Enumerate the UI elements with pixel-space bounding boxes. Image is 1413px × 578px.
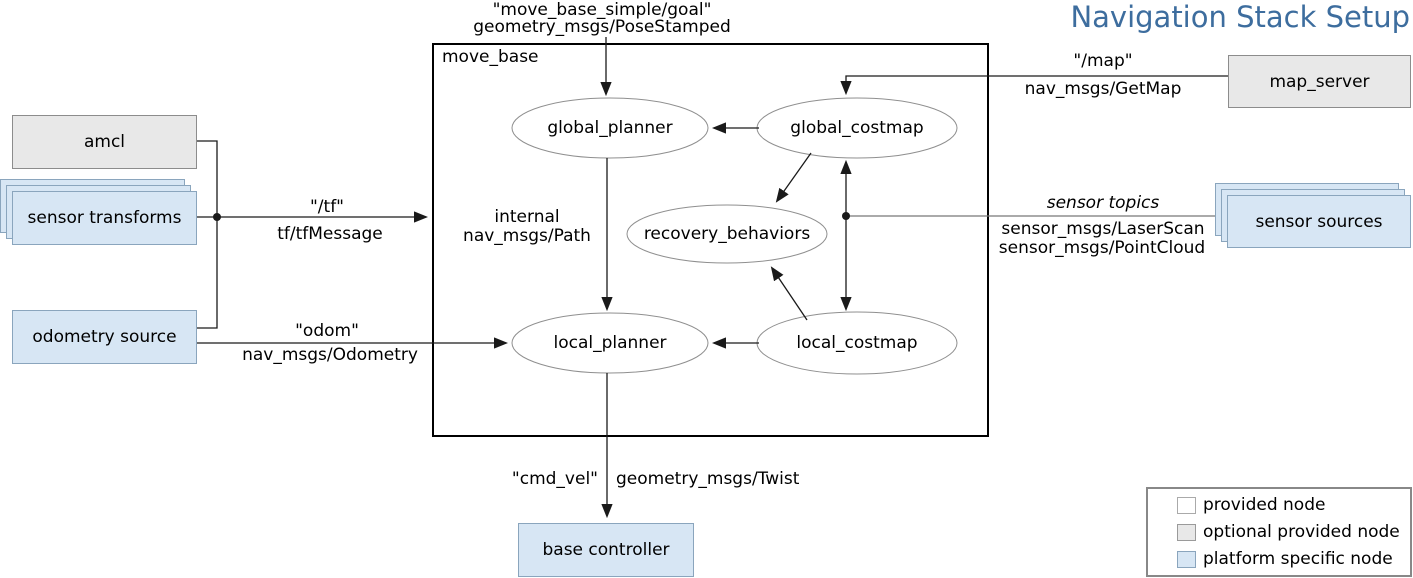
ellipse-recovery-behaviors [626, 204, 828, 264]
legend-label-optional: optional provided node [1203, 522, 1400, 542]
node-sensor-sources-label: sensor sources [1255, 211, 1383, 232]
legend-swatch-optional [1177, 523, 1196, 541]
node-sensor-transforms: sensor transforms [12, 191, 197, 245]
node-odometry-source-label: odometry source [32, 327, 177, 347]
move-base-label: move_base [442, 47, 539, 67]
edge-localcostmap-recovery-arrow [770, 266, 808, 321]
edge-label-map-topic: "/map" [1073, 51, 1133, 71]
edge-label-goal-type: geometry_msgs/PoseStamped [473, 17, 731, 37]
node-base-controller-label: base controller [542, 540, 670, 560]
node-base-controller: base controller [518, 523, 694, 577]
legend-swatch-platform [1177, 550, 1196, 568]
edge-label-internal: internal [494, 207, 560, 227]
node-amcl: amcl [12, 115, 197, 169]
edge-label-internal-type: nav_msgs/Path [463, 226, 591, 246]
component-recovery-behaviors-label: recovery_behaviors [643, 224, 811, 244]
legend-row-platform: platform specific node [1177, 549, 1410, 569]
legend-label-platform: platform specific node [1203, 549, 1393, 569]
edge-label-cmdvel-type: geometry_msgs/Twist [616, 469, 800, 489]
component-global-costmap-label: global_costmap [790, 118, 924, 138]
node-amcl-label: amcl [83, 132, 126, 152]
legend: provided node optional provided node pla… [1146, 487, 1412, 577]
legend-swatch-provided [1177, 496, 1196, 514]
edge-label-map-type: nav_msgs/GetMap [1024, 79, 1182, 99]
node-sensor-sources: sensor sources [1227, 195, 1411, 248]
page-title: Navigation Stack Setup [1070, 0, 1410, 34]
edge-label-sensor-type1: sensor_msgs/LaserScan [1001, 219, 1205, 239]
component-global-planner-label: global_planner [547, 118, 673, 138]
edge-label-odom-type: nav_msgs/Odometry [242, 345, 418, 365]
ellipse-global-planner [511, 97, 709, 159]
node-map-server-label: map_server [1269, 71, 1370, 92]
edge-amcl-odometry-connector [197, 140, 218, 329]
node-map-server: map_server [1228, 55, 1411, 108]
edge-label-sensor-type2: sensor_msgs/PointCloud [998, 238, 1206, 258]
edge-label-tf-topic: "/tf" [309, 197, 345, 217]
ellipse-local-planner [511, 312, 709, 374]
edge-globalcostmap-recovery-arrow [775, 152, 812, 203]
legend-row-optional: optional provided node [1177, 522, 1410, 542]
edge-label-tf-type: tf/tfMessage [277, 224, 383, 244]
move-base-container-box [432, 43, 989, 437]
edge-label-sensor-topics: sensor topics [1046, 193, 1160, 213]
sensor-junction-dot [842, 212, 850, 220]
node-sensor-transforms-label: sensor transforms [27, 208, 182, 228]
edge-map-arrow [840, 75, 1228, 96]
component-local-costmap-label: local_costmap [796, 333, 918, 353]
legend-row-provided: provided node [1177, 495, 1410, 515]
node-odometry-source: odometry source [12, 310, 197, 364]
component-local-planner-label: local_planner [553, 333, 667, 353]
edge-label-goal-topic: "move_base_simple/goal" [492, 0, 712, 20]
legend-label-provided: provided node [1203, 495, 1326, 515]
edge-label-cmdvel-topic: "cmd_vel" [511, 469, 598, 489]
edge-label-odom-topic: "odom" [295, 321, 359, 341]
tf-junction-dot [213, 213, 221, 221]
